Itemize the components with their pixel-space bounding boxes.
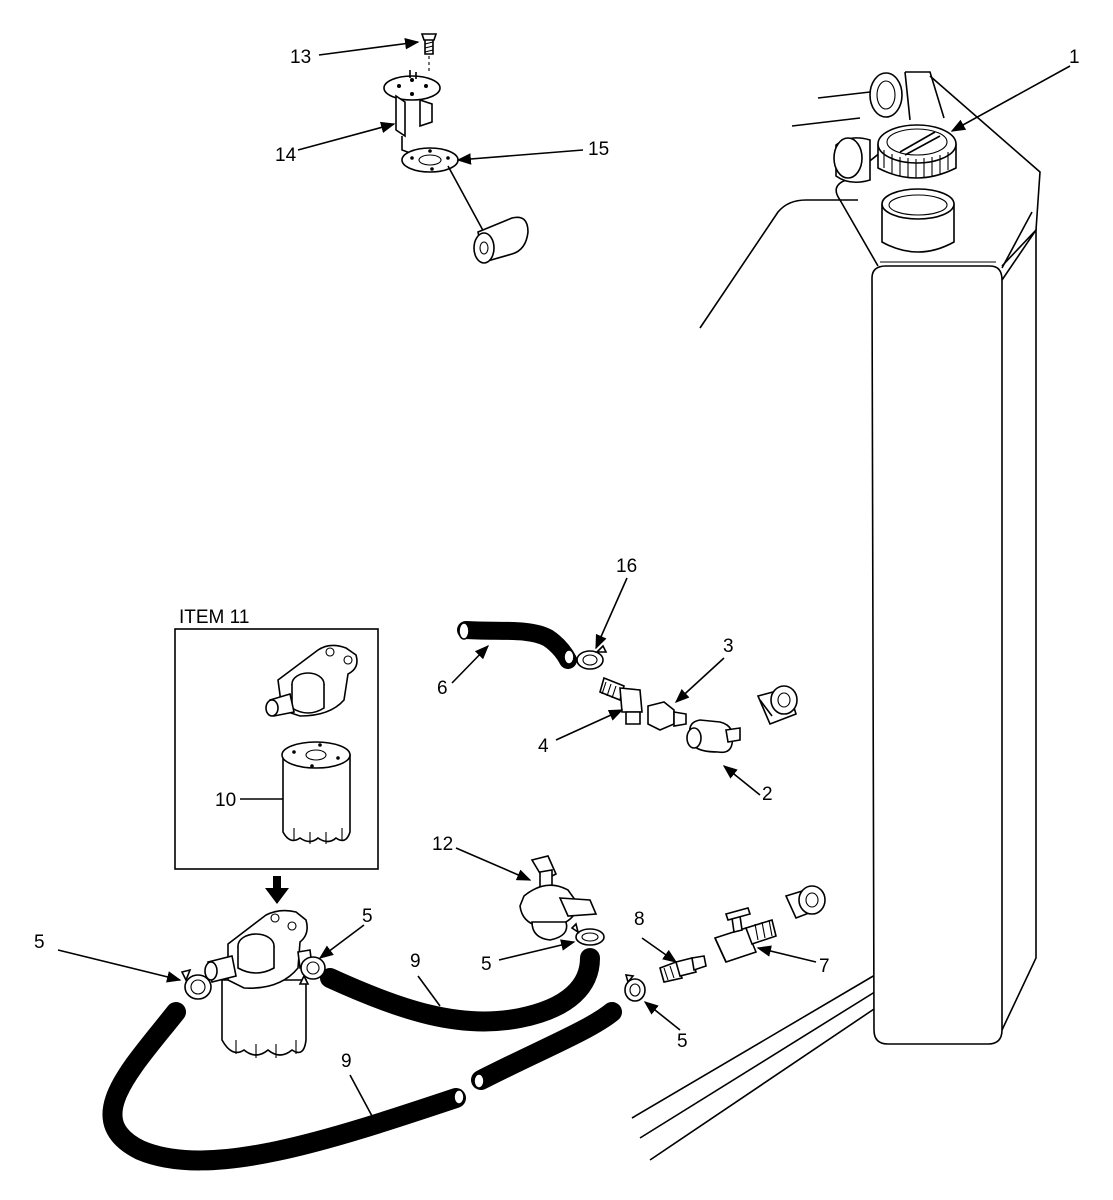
callout-1: 1 xyxy=(1069,47,1080,68)
callout-13: 13 xyxy=(290,47,311,68)
clamp-5-valve xyxy=(570,922,605,946)
fittings-group xyxy=(599,676,798,754)
callout-2: 2 xyxy=(762,784,773,805)
fuel-level-sending-unit xyxy=(383,33,529,264)
callout-8: 8 xyxy=(634,909,645,930)
callout-12: 12 xyxy=(432,834,453,855)
callout-16: 16 xyxy=(616,556,637,577)
fuel-tank xyxy=(631,71,1041,1161)
callout-5-valve: 5 xyxy=(481,954,492,975)
adapter-8 xyxy=(659,955,707,983)
callout-9-lower: 9 xyxy=(341,1051,352,1072)
inset-title: ITEM 11 xyxy=(179,607,249,628)
clamp-5-center xyxy=(298,956,326,985)
callout-3: 3 xyxy=(723,636,734,657)
inset-pointer-arrow xyxy=(265,876,289,904)
fuel-filter-assembly xyxy=(204,909,313,1058)
clamp-5-left xyxy=(180,968,212,1000)
callout-4: 4 xyxy=(538,736,549,757)
callout-6: 6 xyxy=(437,678,448,699)
callout-14: 14 xyxy=(275,145,297,166)
fuel-hoses xyxy=(102,621,622,1171)
filler-cap xyxy=(877,124,957,179)
item-11-inset xyxy=(174,628,379,870)
callout-5-right: 5 xyxy=(677,1031,688,1052)
callout-10: 10 xyxy=(215,790,236,811)
callout-9-upper: 9 xyxy=(410,951,421,972)
clamp-16 xyxy=(576,644,608,670)
callout-5-left: 5 xyxy=(34,932,45,953)
callout-7: 7 xyxy=(819,956,830,977)
callout-15: 15 xyxy=(588,139,609,160)
shutoff-valve xyxy=(519,855,598,941)
callout-leaders xyxy=(57,37,1071,1117)
drain-valve xyxy=(713,885,826,963)
callout-labels: ITEM 11 1 2 3 4 5 5 5 5 6 7 8 9 9 10 12 … xyxy=(34,47,1080,1072)
hose-clamps xyxy=(180,644,646,1002)
callout-5-center: 5 xyxy=(362,906,373,927)
clamp-5-right xyxy=(624,974,646,1002)
